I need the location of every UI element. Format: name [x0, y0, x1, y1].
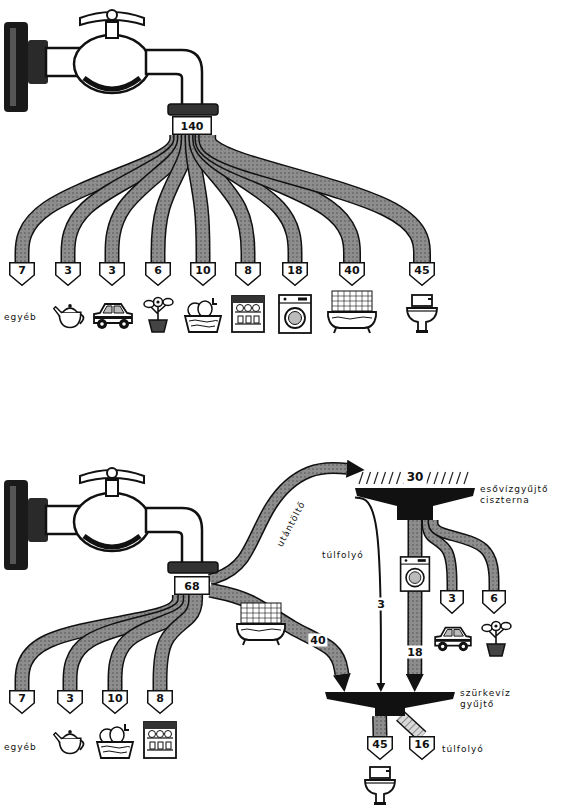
flow-value: 8	[244, 264, 252, 278]
node-heading: szürkevíz gyűjtő	[460, 688, 526, 710]
category-label: egyéb	[4, 312, 37, 322]
flow-value: 8	[156, 692, 164, 706]
flow-value: 3	[108, 264, 116, 278]
flow-value: 18	[287, 264, 302, 278]
flow-arrow-tip: 7	[9, 690, 35, 714]
flow-value: 18	[405, 646, 424, 659]
flow-arrow-tip: 7	[9, 262, 35, 286]
flow-total-box: 140	[172, 116, 212, 135]
plant-icon	[144, 298, 173, 333]
flow-arrow-tip: 45	[367, 736, 393, 760]
flow-value: 40	[308, 634, 327, 647]
flow-value: 3	[66, 692, 74, 706]
flow-arrow-tip: 8	[147, 690, 173, 714]
flow-value: 3	[448, 592, 456, 606]
flow-arrow-tip: 6	[482, 590, 506, 614]
overflow-label: túlfolyó	[322, 550, 364, 560]
overflow-line	[355, 498, 381, 684]
car-icon	[435, 628, 471, 652]
water-flow-band	[400, 716, 422, 736]
faucet	[4, 10, 218, 115]
bathtub-icon	[328, 291, 376, 333]
flow-value: 45	[372, 738, 387, 752]
flow-value: 3	[375, 598, 387, 611]
flow-arrow-tip: 40	[339, 262, 365, 286]
water-flow-band	[210, 590, 342, 674]
node-heading: esővízgyűjtő ciszterna	[480, 484, 566, 506]
water-flow-band	[158, 135, 188, 262]
faucet	[4, 468, 218, 573]
flow-arrow-tip: 3	[55, 262, 81, 286]
edge-label: utántöltő	[274, 498, 308, 550]
water-flow-band	[210, 468, 347, 580]
water-flow-band	[433, 520, 494, 590]
flow-value: 68	[184, 578, 199, 596]
rainwater-cistern: 30esővízgyűjtő ciszterna	[355, 470, 475, 520]
teapot-icon	[54, 304, 84, 327]
flow-value: 16	[414, 738, 429, 752]
flow-arrow-tip: 45	[409, 262, 435, 286]
flow-value: 40	[344, 264, 359, 278]
washer-icon	[279, 295, 311, 333]
washer-icon	[401, 557, 430, 591]
flow-arrow-tip: 3	[57, 690, 83, 714]
flow-value: 7	[18, 264, 26, 278]
toilet-icon	[365, 767, 395, 805]
flow-value: 140	[181, 118, 204, 136]
flow-value: 3	[64, 264, 72, 278]
flow-value: 10	[195, 264, 210, 278]
sink-icon	[185, 298, 221, 332]
flow-value: 6	[490, 592, 498, 606]
car-icon	[94, 304, 132, 329]
flow-arrow-tip: 3	[440, 590, 464, 614]
water-flow-band	[207, 135, 422, 262]
dishwasher-icon	[144, 722, 176, 758]
flow-value: 7	[18, 692, 26, 706]
flow-arrow-tip: 3	[99, 262, 125, 286]
toilet-icon	[407, 295, 437, 333]
flow-arrow-tip: 10	[102, 690, 128, 714]
bathtub-icon	[237, 603, 285, 645]
teapot-icon	[54, 730, 84, 753]
flow-value: 6	[154, 264, 162, 278]
flow-total-box: 68	[174, 576, 210, 595]
flow-value: 10	[107, 692, 122, 706]
node-outline	[325, 692, 455, 716]
greywater-collector: szürkevíz gyűjtő	[325, 692, 455, 716]
flow-arrow-tip: 6	[145, 262, 171, 286]
flow-value: 30	[404, 470, 427, 485]
sink-icon	[97, 724, 133, 758]
flow-arrow-tip: 16	[409, 736, 435, 760]
flow-value: 45	[414, 264, 429, 278]
flow-arrow-tip: 18	[282, 262, 308, 286]
flow-arrow-tip: 10	[190, 262, 216, 286]
water-flow-band	[160, 595, 196, 690]
overflow-label: túlfolyó	[442, 744, 484, 754]
plant-icon	[482, 622, 511, 657]
category-label: egyéb	[4, 742, 37, 752]
dishwasher-icon	[232, 296, 264, 332]
flow-arrow-tip: 8	[235, 262, 261, 286]
water-flow-band	[379, 716, 380, 736]
